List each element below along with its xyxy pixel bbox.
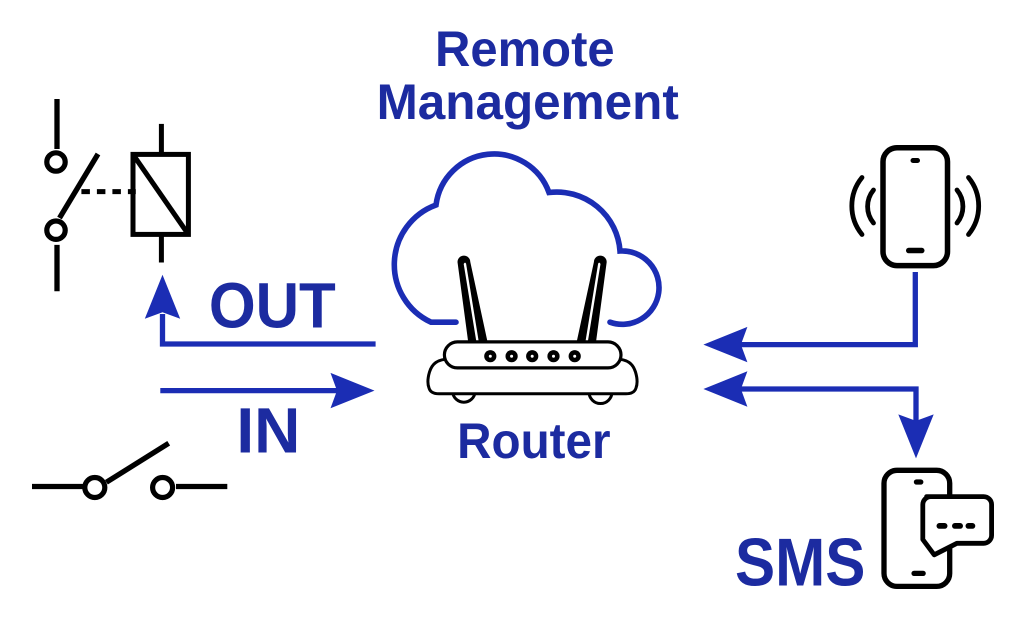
svg-text:Management: Management [377,74,679,130]
svg-text:OUT: OUT [209,271,336,342]
svg-text:SMS: SMS [735,524,865,600]
svg-text:Remote: Remote [435,22,615,78]
svg-text:Router: Router [457,414,610,469]
svg-text:IN: IN [236,394,300,466]
